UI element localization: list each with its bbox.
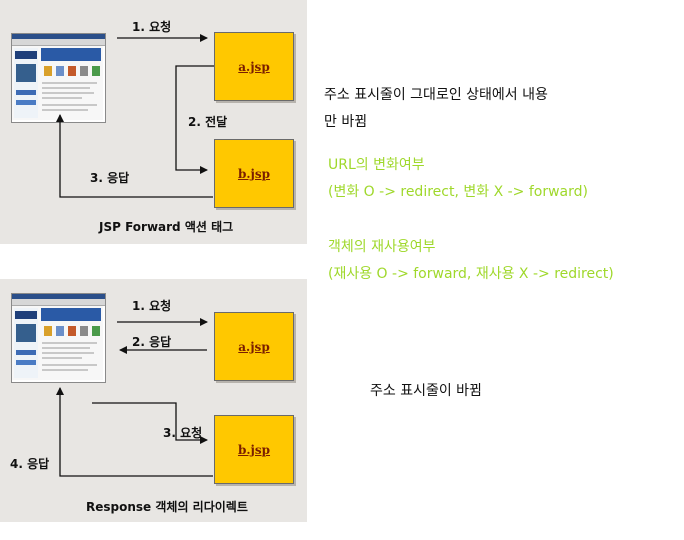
request-1-label: 1. 요청	[132, 299, 172, 313]
a-jsp-box-redirect: a.jsp	[214, 312, 294, 381]
arrow-request-2	[92, 402, 208, 444]
b-jsp-box-redirect: b.jsp	[214, 415, 294, 484]
response-label: 3. 응답	[90, 171, 130, 185]
response-2-label: 4. 응답	[10, 457, 50, 471]
b-jsp-box: b.jsp	[214, 139, 294, 208]
b-jsp-label: b.jsp	[237, 166, 271, 181]
browser-screenshot-redirect	[11, 293, 106, 383]
url-change-detail: (변화 O -> redirect, 변화 X -> forward)	[328, 184, 588, 200]
request-label: 1. 요청	[132, 20, 172, 34]
a-jsp-label: a.jsp	[238, 59, 270, 74]
arrow-response	[56, 114, 213, 198]
arrow-forward	[175, 65, 214, 174]
redirect-caption: Response 객체의 리다이렉트	[86, 500, 248, 514]
arrow-response-2	[56, 387, 213, 477]
url-change-heading: URL의 변화여부	[328, 157, 425, 173]
a-jsp-label-redirect: a.jsp	[238, 339, 270, 354]
redirect-note: 주소 표시줄이 바뀜	[370, 383, 482, 399]
forward-note-line1: 주소 표시줄이 그대로인 상태에서 내용	[324, 87, 548, 103]
response-1-label: 2. 응답	[132, 335, 172, 349]
a-jsp-box: a.jsp	[214, 32, 294, 101]
arrows-layer	[56, 34, 214, 477]
b-jsp-label-redirect: b.jsp	[237, 442, 271, 457]
object-reuse-detail: (재사용 O -> forward, 재사용 X -> redirect)	[328, 266, 614, 282]
object-reuse-heading: 객체의 재사용여부	[328, 239, 436, 255]
forward-caption: JSP Forward 액션 태그	[99, 220, 234, 234]
forward-label: 2. 전달	[188, 115, 228, 129]
request-2-label: 3. 요청	[163, 426, 203, 440]
forward-note-line2: 만 바뀜	[324, 114, 368, 130]
browser-screenshot-forward	[11, 33, 106, 123]
